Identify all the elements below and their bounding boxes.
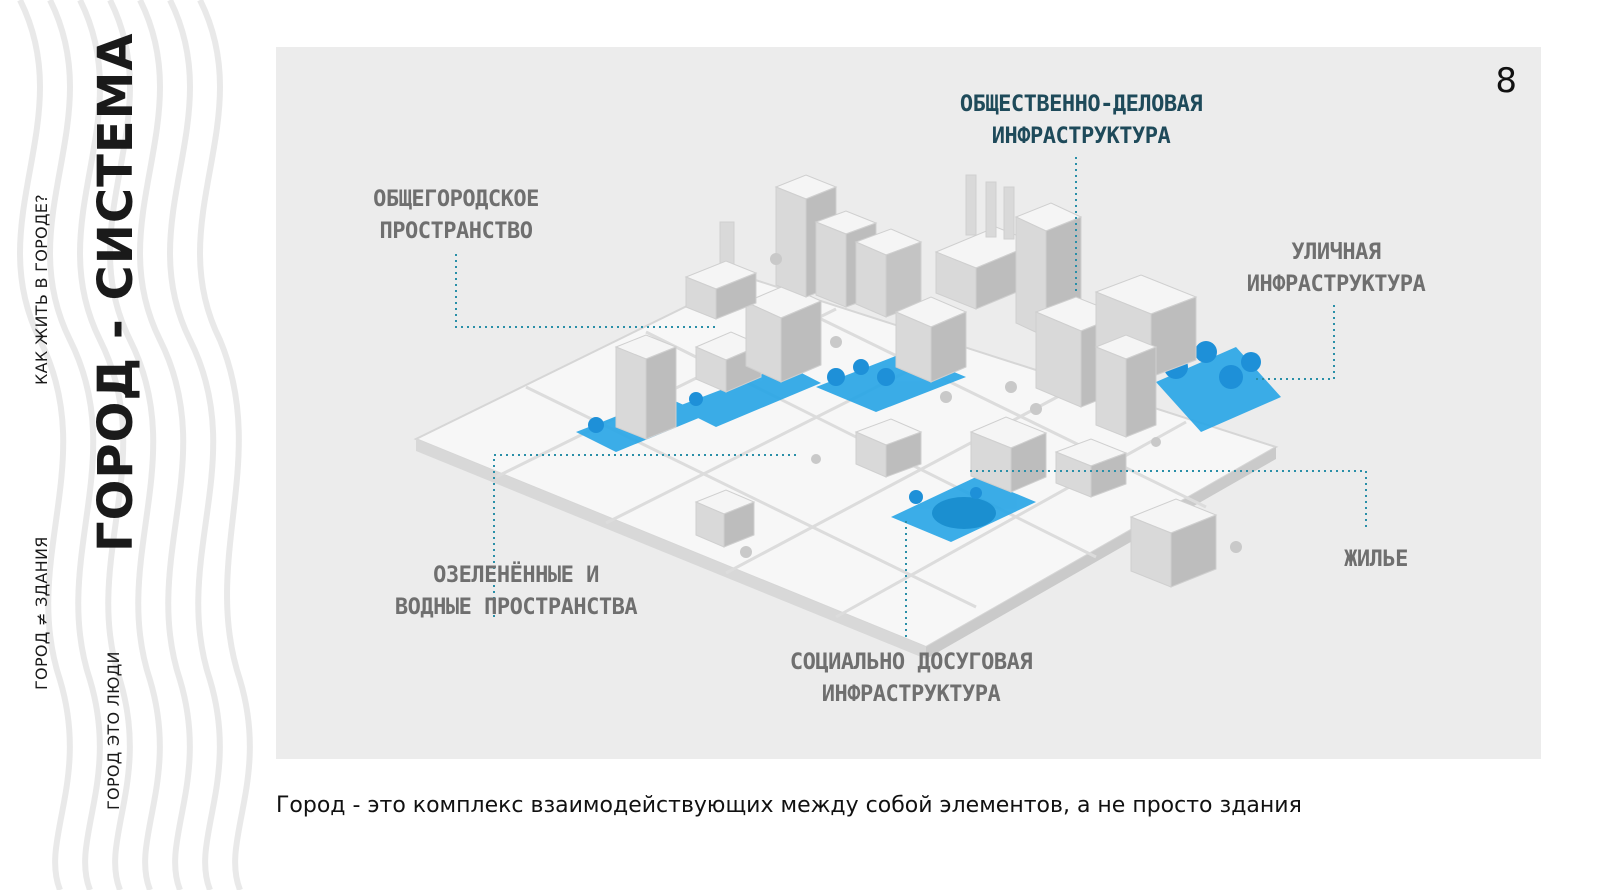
isometric-city-illustration: [413, 157, 1367, 659]
city-diagram-panel: 8 ОБЩЕСТВЕННО-ДЕЛОВАЯ ИНФРАСТРУКТУРА ОБЩ…: [276, 47, 1541, 759]
slide-caption: Город - это комплекс взаимодействующих м…: [276, 793, 1302, 818]
label-social-leisure-infrastructure: СОЦИАЛЬНО ДОСУГОВАЯ ИНФРАСТРУКТУРА: [789, 650, 1033, 707]
sidebar-title: ГОРОД - СИСТЕМА: [88, 32, 144, 552]
label-green-water-spaces: ОЗЕЛЕНЁННЫЕ И ВОДНЫЕ ПРОСТРАНСТВА: [394, 563, 638, 620]
label-housing: ЖИЛЬЕ: [1344, 547, 1408, 572]
sidebar-question: КАК ЖИТЬ В ГОРОДЕ?: [32, 194, 51, 385]
sidebar-note-people: ГОРОД ЭТО ЛЮДИ: [104, 651, 123, 810]
label-business-infrastructure: ОБЩЕСТВЕННО-ДЕЛОВАЯ ИНФРАСТРУКТУРА: [959, 92, 1203, 149]
label-citywide-space: ОБЩЕГОРОДСКОЕ ПРОСТРАНСТВО: [373, 187, 539, 244]
wavy-lines-decoration: [17, 0, 253, 890]
label-street-infrastructure: УЛИЧНАЯ ИНФРАСТРУКТУРА: [1246, 240, 1426, 297]
sidebar-note-buildings: ГОРОД ≠ ЗДАНИЯ: [32, 536, 51, 690]
page-number: 8: [1495, 61, 1517, 101]
